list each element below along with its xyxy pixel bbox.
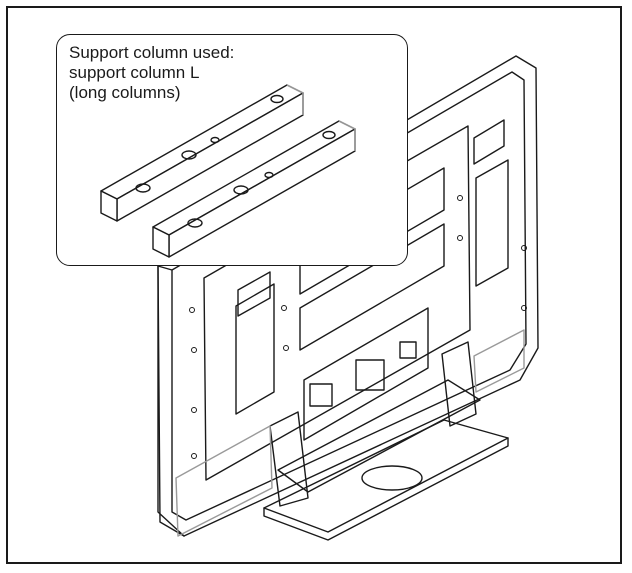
support-column-1 [100,84,304,222]
terminal-1 [309,383,333,407]
support-column-callout: Support column used: support column L (l… [56,34,408,266]
callout-line-1: Support column used: [69,43,235,62]
support-columns-illustration [100,84,356,258]
tv-cabinet-outline [157,55,539,537]
terminal-2 [355,359,385,391]
stand-neck [277,379,481,493]
stand-swivel [361,465,423,491]
bracket-right [441,341,477,427]
callout-text: Support column used: support column L (l… [69,43,234,103]
handle-right [473,119,505,165]
vent-panel-right [475,159,509,287]
stand-base-edge [263,437,509,541]
vent-panel-left [235,283,275,415]
figure-frame: Support column used: support column L (l… [6,6,622,564]
terminal-panel [303,307,429,441]
speaker-right [473,329,525,393]
callout-line-2: support column L [69,63,200,82]
handle-left [237,271,271,317]
terminal-3 [399,341,417,359]
speaker-left [175,425,273,537]
tv-cabinet-inner [171,71,527,521]
bracket-left [269,411,309,507]
callout-line-3: (long columns) [69,83,181,102]
support-column-2 [152,120,356,258]
tv-bezel-edge [157,265,185,537]
